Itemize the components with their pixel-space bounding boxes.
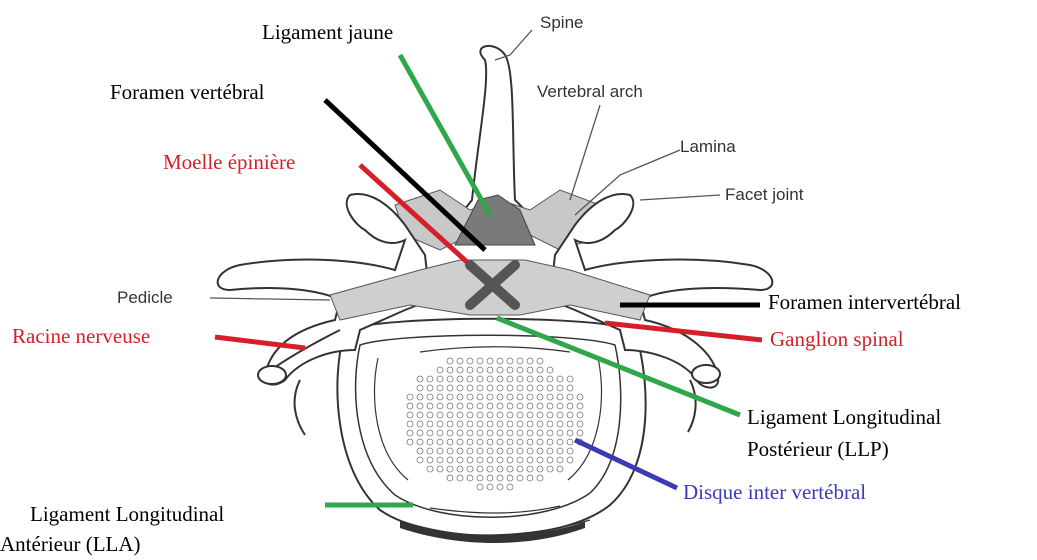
label-pedicle: Pedicle: [117, 288, 173, 308]
label-llp-line2: Postérieur (LLP): [747, 437, 889, 461]
label-lla-line2: Antérieur (LLA): [0, 532, 141, 556]
left-root-end: [258, 366, 286, 384]
label-disque: Disque inter vertébral: [683, 480, 866, 504]
label-lamina: Lamina: [680, 137, 736, 157]
label-spine: Spine: [540, 13, 583, 33]
label-moelle-epiniere: Moelle épinière: [163, 150, 295, 174]
label-ganglion-spinal: Ganglion spinal: [770, 327, 904, 351]
label-foramen-intervertebral: Foramen intervertébral: [768, 290, 961, 314]
label-lla-line1: Ligament Longitudinal: [30, 502, 224, 526]
label-ligament-jaune: Ligament jaune: [262, 20, 393, 44]
right-root-end: [692, 365, 720, 383]
label-vertebral-arch: Vertebral arch: [537, 82, 643, 102]
label-llp-line1: Ligament Longitudinal: [747, 405, 941, 429]
label-racine-nerveuse: Racine nerveuse: [12, 324, 150, 348]
left-lower-arc: [295, 380, 305, 435]
leader-ligament-jaune: [400, 55, 490, 215]
right-lower-arc: [688, 380, 696, 432]
spinous-process: [460, 46, 530, 215]
label-foramen-vertebral: Foramen vertébral: [110, 80, 265, 104]
label-facet-joint: Facet joint: [725, 185, 803, 205]
